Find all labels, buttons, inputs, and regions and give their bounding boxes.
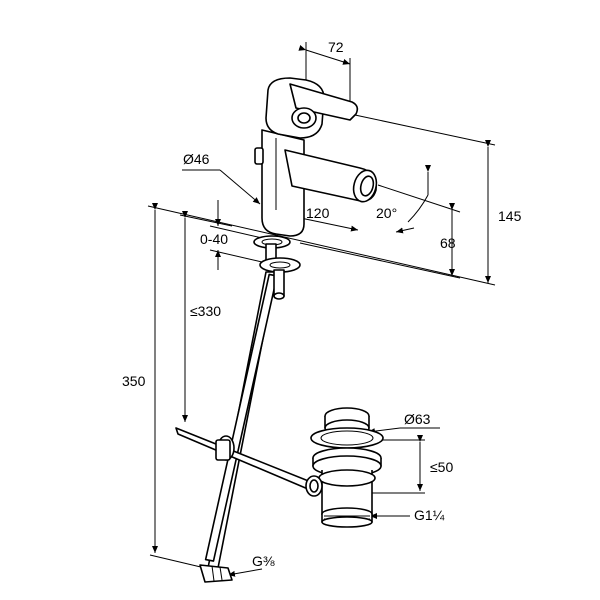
label-reach: 120 xyxy=(306,205,330,221)
popup-rod xyxy=(175,427,317,493)
label-outlet-height: 68 xyxy=(440,235,456,251)
label-spout-height: 145 xyxy=(498,208,522,224)
label-waste-diameter: Ø63 xyxy=(404,411,431,427)
label-hose-length: ≤330 xyxy=(190,303,221,319)
dimension-labels: 72 145 68 Ø46 120 20° 0-40 ≤330 350 Ø63 … xyxy=(122,39,522,569)
shank-assembly xyxy=(253,235,301,300)
label-spout-diameter: Ø46 xyxy=(183,151,210,167)
label-connection-thread: G⅜ xyxy=(252,553,275,569)
label-deck-thickness: 0-40 xyxy=(200,231,228,247)
label-swivel-angle: 20° xyxy=(376,205,397,221)
label-waste-thread: G1¼ xyxy=(414,507,445,523)
waste-fitting xyxy=(305,407,384,528)
label-total-length: 350 xyxy=(122,373,146,389)
label-width-top: 72 xyxy=(328,39,344,55)
tap-body xyxy=(254,77,378,237)
label-waste-lift: ≤50 xyxy=(430,459,453,475)
